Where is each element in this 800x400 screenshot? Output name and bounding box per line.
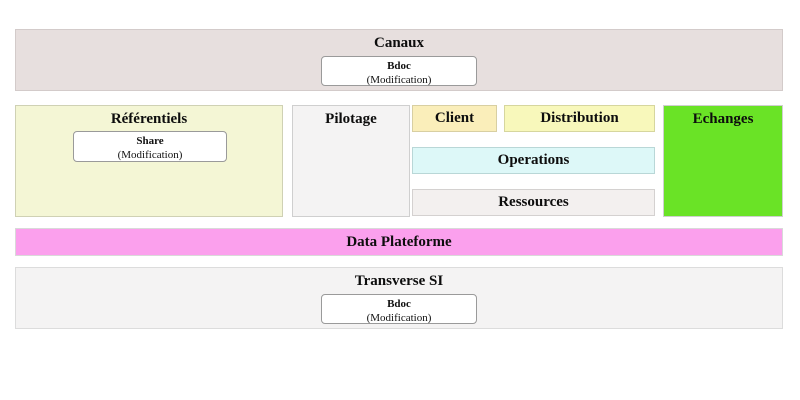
box-distribution[interactable]: Distribution [504, 105, 655, 132]
panel-transverse-si[interactable]: Transverse SI Bdoc (Modification) [15, 267, 783, 329]
box-client[interactable]: Client [412, 105, 497, 132]
app-box-state: (Modification) [366, 311, 432, 324]
box-distribution-label: Distribution [540, 110, 619, 127]
box-client-label: Client [434, 110, 475, 127]
panel-echanges-title: Echanges [692, 111, 754, 127]
app-box-state: (Modification) [366, 73, 432, 86]
panel-pilotage-title: Pilotage [325, 111, 377, 127]
app-box-state: (Modification) [117, 148, 183, 161]
panel-echanges[interactable]: Echanges [663, 105, 783, 217]
app-box-name: Bdoc [387, 60, 411, 72]
box-ressources-label: Ressources [498, 194, 569, 211]
panel-pilotage[interactable]: Pilotage [292, 105, 410, 217]
box-operations-label: Operations [497, 152, 570, 169]
app-box-bdoc-canaux[interactable]: Bdoc (Modification) [321, 56, 477, 86]
app-box-bdoc-transverse[interactable]: Bdoc (Modification) [321, 294, 477, 324]
app-box-name: Bdoc [387, 298, 411, 310]
panel-referentiels[interactable]: Référentiels Share (Modification) [15, 105, 283, 217]
group-metier-domains: Client Distribution Operations Ressource… [412, 105, 655, 217]
box-operations[interactable]: Operations [412, 147, 655, 174]
app-box-name: Share [136, 135, 164, 147]
panel-transverse-si-title: Transverse SI [354, 273, 444, 289]
bar-data-plateforme-title: Data Plateforme [346, 233, 452, 250]
panel-referentiels-title: Référentiels [110, 111, 188, 127]
panel-canaux-title: Canaux [373, 35, 425, 51]
box-ressources[interactable]: Ressources [412, 189, 655, 216]
panel-canaux[interactable]: Canaux Bdoc (Modification) [15, 29, 783, 91]
app-box-share-referentiels[interactable]: Share (Modification) [73, 131, 227, 162]
bar-data-plateforme[interactable]: Data Plateforme [15, 228, 783, 256]
